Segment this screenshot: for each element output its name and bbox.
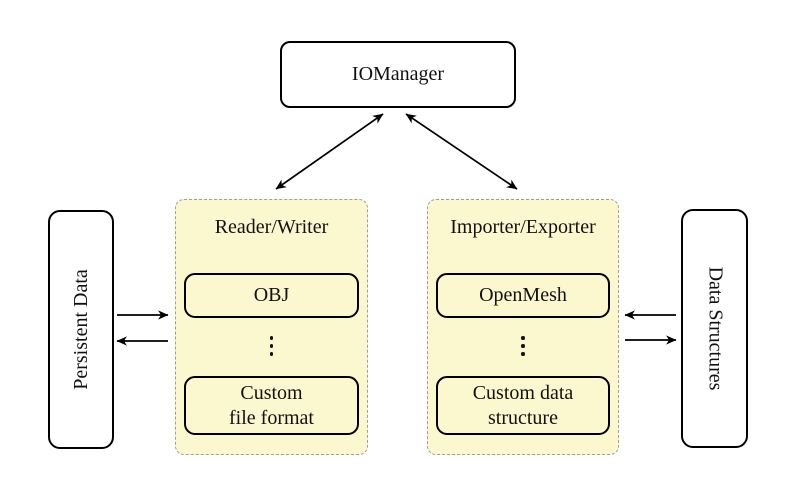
vertical-ellipsis-icon (428, 336, 618, 356)
panel-reader-writer: Reader/Writer OBJ Custom file format (175, 199, 368, 455)
panel-importer-exporter: Importer/Exporter OpenMesh Custom data s… (427, 199, 619, 455)
node-iomanager-label: IOManager (351, 63, 445, 85)
node-custom-file-format-label: Custom file format (229, 381, 314, 429)
panel-reader-writer-header: Reader/Writer (214, 216, 329, 238)
arrow-iomanager-reader-writer (275, 113, 384, 190)
panel-importer-exporter-header: Importer/Exporter (450, 216, 596, 238)
vertical-ellipsis-icon (176, 336, 367, 356)
node-persistent-data-label: Persistent Data (69, 269, 92, 390)
node-persistent-data: Persistent Data (48, 210, 114, 449)
node-obj: OBJ (184, 273, 359, 318)
node-data-structures-label: Data Structures (704, 266, 727, 391)
node-openmesh: OpenMesh (436, 273, 610, 318)
node-data-structures: Data Structures (681, 209, 748, 448)
node-custom-data-structure-label: Custom data structure (472, 381, 574, 429)
node-custom-data-structure: Custom data structure (436, 376, 610, 435)
node-custom-file-format: Custom file format (184, 376, 359, 435)
arrow-iomanager-importer-exporter (405, 113, 518, 190)
node-openmesh-label: OpenMesh (479, 284, 567, 306)
node-iomanager: IOManager (280, 41, 516, 108)
node-obj-label: OBJ (253, 284, 290, 306)
